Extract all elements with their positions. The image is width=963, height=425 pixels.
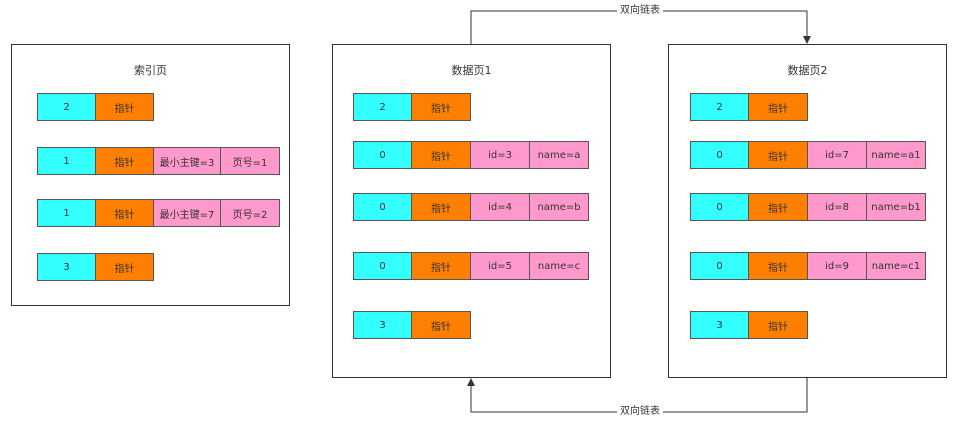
dp2-row-2-num: 0	[690, 141, 749, 169]
dp2-row-3-id: id=8	[807, 193, 867, 221]
dp2-row-1-pointer: 指针	[748, 93, 808, 121]
dp1-row-4-pointer: 指针	[411, 252, 471, 280]
dp1-row-2-id: id=3	[470, 141, 530, 169]
index-row-3-pointer: 指针	[95, 199, 154, 227]
index-row-1-num: 2	[37, 93, 96, 121]
index-row-3-num: 1	[37, 199, 96, 227]
dp1-row-2-name: name=a	[529, 141, 589, 169]
dp1-row-4-name: name=c	[529, 252, 589, 280]
index-row-3-page-no: 页号=2	[220, 199, 280, 227]
dp2-row-2-name: name=a1	[866, 141, 926, 169]
dp2-row-4-name: name=c1	[866, 252, 926, 280]
dp1-row-2-num: 0	[353, 141, 412, 169]
dp1-row-3-pointer: 指针	[411, 193, 471, 221]
dp1-row-4-id: id=5	[470, 252, 530, 280]
dp2-row-1-num: 2	[690, 93, 749, 121]
index-row-3-min-key: 最小主键=7	[153, 199, 221, 227]
dp2-row-3-name: name=b1	[866, 193, 926, 221]
dp1-row-5-num: 3	[353, 311, 412, 339]
dp1-row-3-id: id=4	[470, 193, 530, 221]
dp1-row-4-num: 0	[353, 252, 412, 280]
index-row-1-pointer: 指针	[95, 93, 154, 121]
top-link-label: 双向链表	[617, 5, 663, 17]
dp1-row-5-pointer: 指针	[411, 311, 471, 339]
dp1-row-3-name: name=b	[529, 193, 589, 221]
dp2-row-5-pointer: 指针	[748, 311, 808, 339]
dp2-row-2-id: id=7	[807, 141, 867, 169]
index-row-4-pointer: 指针	[95, 253, 154, 281]
data-page-1-title: 数据页1	[451, 64, 492, 77]
dp1-row-1-num: 2	[353, 93, 412, 121]
index-page-title: 索引页	[134, 64, 167, 77]
dp2-row-4-num: 0	[690, 252, 749, 280]
index-row-4-num: 3	[37, 253, 96, 281]
index-row-2-page-no: 页号=1	[220, 147, 280, 175]
dp1-row-3-num: 0	[353, 193, 412, 221]
index-row-2-num: 1	[37, 147, 96, 175]
bottom-link-label: 双向链表	[617, 406, 663, 418]
dp2-row-3-num: 0	[690, 193, 749, 221]
index-row-2-min-key: 最小主键=3	[153, 147, 221, 175]
dp2-row-4-id: id=9	[807, 252, 867, 280]
data-page-2-title: 数据页2	[787, 64, 828, 77]
dp1-row-1-pointer: 指针	[411, 93, 471, 121]
dp2-row-5-num: 3	[690, 311, 749, 339]
dp2-row-4-pointer: 指针	[748, 252, 808, 280]
dp2-row-3-pointer: 指针	[748, 193, 808, 221]
dp2-row-2-pointer: 指针	[748, 141, 808, 169]
index-row-2-pointer: 指针	[95, 147, 154, 175]
dp1-row-2-pointer: 指针	[411, 141, 471, 169]
